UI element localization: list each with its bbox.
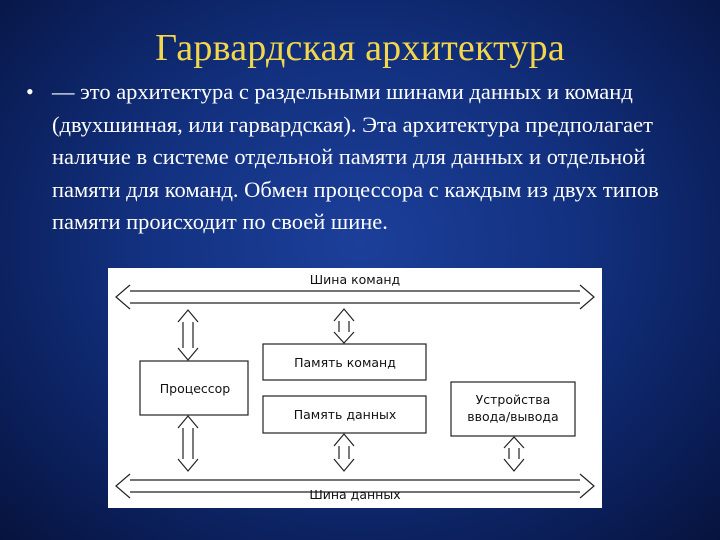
command-bus-arrow: [115, 284, 595, 310]
processor-command-link-arrow: [177, 309, 199, 361]
data-memory-label: Память данных: [294, 407, 397, 422]
slide-title: Гарвардская архитектура: [155, 27, 565, 69]
data-memory-link-arrow: [333, 433, 355, 472]
io-devices-label-line1: Устройства: [476, 392, 551, 407]
data-bus-label: Шина данных: [309, 487, 400, 502]
bullet-marker: •: [26, 79, 34, 104]
harvard-architecture-diagram: Шина команд Шина данных Процессор Память…: [108, 268, 602, 508]
command-memory-label: Память команд: [294, 355, 396, 370]
definition-text: — это архитектура с раздельными шинами д…: [52, 79, 659, 234]
io-data-link-arrow: [503, 436, 525, 472]
command-memory-block: [262, 343, 427, 381]
command-bus-label: Шина команд: [310, 272, 400, 287]
io-devices-block: [450, 381, 576, 437]
io-devices-label-line2: ввода/вывода: [467, 409, 558, 424]
data-memory-block: [262, 395, 427, 434]
processor-block: [139, 360, 249, 416]
processor-data-link-arrow: [177, 415, 199, 472]
command-memory-link-arrow: [333, 308, 355, 344]
processor-label: Процессор: [160, 381, 231, 396]
data-bus-arrow: [115, 473, 595, 499]
